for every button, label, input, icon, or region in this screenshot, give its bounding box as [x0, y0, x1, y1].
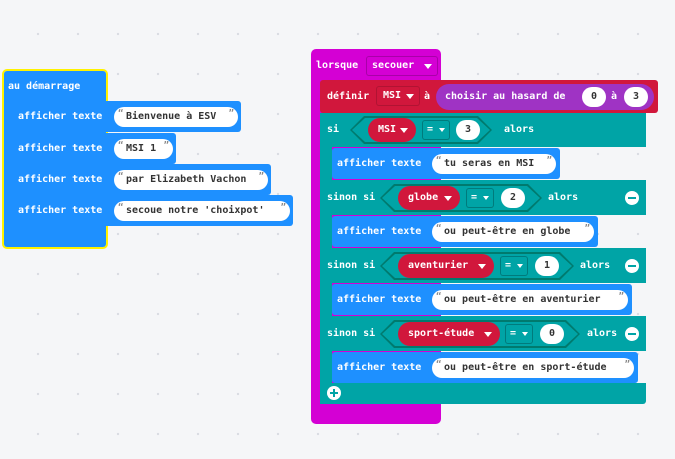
variable-reporter[interactable]: sport-étude [398, 322, 500, 346]
string-input[interactable]: MSI 1 [114, 136, 173, 159]
show-string-label: afficher texte [337, 362, 422, 373]
show-string-label: afficher texte [337, 226, 422, 237]
gesture-dropdown[interactable]: secouer [366, 56, 438, 76]
plus-circle-icon[interactable] [327, 386, 341, 400]
minus-circle-icon[interactable] [625, 259, 639, 273]
else-if-label: sinon si [327, 192, 376, 203]
if-footer [320, 383, 646, 404]
operator-dropdown[interactable]: = [505, 324, 533, 344]
string-input[interactable]: secoue notre 'choixpot' [114, 198, 290, 221]
compare-value-input[interactable]: 0 [540, 324, 564, 344]
show-string-label: afficher texte [18, 205, 103, 216]
then-label: alors [504, 124, 535, 135]
string-input[interactable]: ou peut-être en globe [432, 219, 594, 242]
on-start-title: au démarrage [8, 81, 81, 92]
compare-value-input[interactable]: 3 [456, 120, 480, 140]
show-string-label: afficher texte [337, 158, 422, 169]
random-label: choisir au hasard de [445, 91, 566, 102]
random-block[interactable] [436, 84, 654, 110]
string-input[interactable]: ou peut-être en aventurier [432, 287, 628, 310]
string-input[interactable]: Bienvenue à ESV [114, 104, 238, 127]
show-string-label: afficher texte [18, 174, 103, 185]
then-label: alors [548, 192, 579, 203]
string-input[interactable]: par Elizabeth Vachon [114, 167, 268, 190]
random-max-input[interactable]: 3 [624, 87, 648, 107]
variable-dropdown[interactable]: MSI [376, 86, 420, 106]
then-label: alors [580, 260, 611, 271]
string-input[interactable]: ou peut-être en sport-étude [432, 355, 634, 378]
show-string-label: afficher texte [337, 294, 422, 305]
minus-circle-icon[interactable] [625, 327, 639, 341]
if-label: si [327, 124, 340, 135]
operator-dropdown[interactable]: = [466, 188, 494, 208]
show-string-label: afficher texte [18, 111, 103, 122]
minus-circle-icon[interactable] [625, 191, 639, 205]
random-to-label: à [611, 91, 618, 102]
variable-reporter[interactable]: globe [398, 186, 460, 210]
else-if-label: sinon si [327, 328, 376, 339]
to-label: à [424, 91, 431, 102]
variable-reporter[interactable]: MSI [368, 118, 416, 142]
string-input[interactable]: tu seras en MSI [432, 151, 556, 174]
compare-value-input[interactable]: 2 [501, 188, 525, 208]
operator-dropdown[interactable]: = [422, 120, 450, 140]
on-gesture-label: lorsque [316, 60, 359, 71]
compare-value-input[interactable]: 1 [535, 256, 559, 276]
set-label: définir [327, 91, 370, 102]
show-string-label: afficher texte [18, 143, 103, 154]
variable-reporter[interactable]: aventurier [398, 254, 494, 278]
random-min-input[interactable]: 0 [582, 87, 606, 107]
then-label: alors [587, 328, 618, 339]
else-if-label: sinon si [327, 260, 376, 271]
operator-dropdown[interactable]: = [500, 256, 528, 276]
